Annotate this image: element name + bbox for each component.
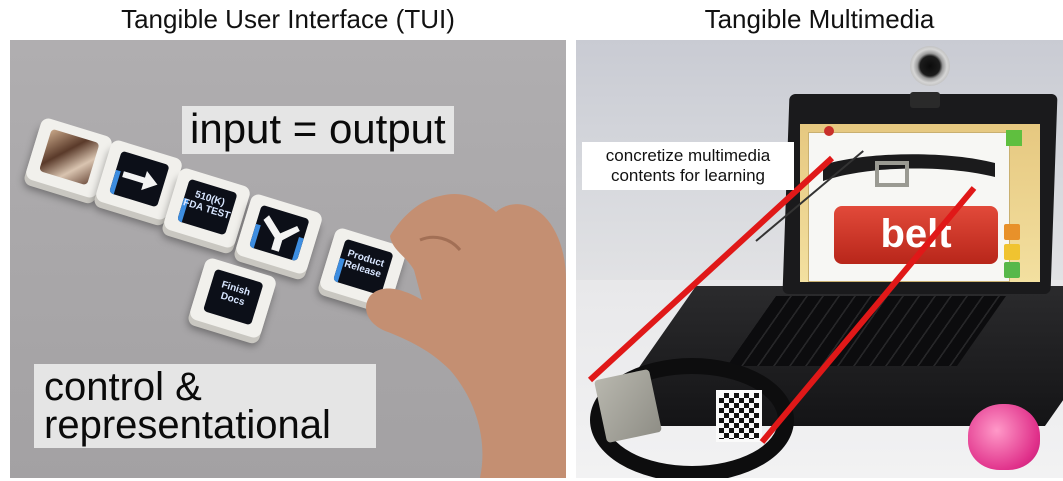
- input-output-label: input = output: [182, 106, 454, 154]
- annotation-line-right: [759, 186, 977, 444]
- arrow-right-glyph: [122, 170, 158, 191]
- annotation-line-left: [587, 155, 835, 383]
- screen-word: belt: [880, 212, 952, 256]
- side-tool-icon-3[interactable]: [1004, 262, 1020, 278]
- qr-code-tag: [716, 390, 762, 442]
- tui-photo-panel: input = output 510(K) FDA TEST Product: [10, 40, 566, 478]
- concretize-line2: contents for learning: [610, 166, 766, 185]
- belt-image-icon: [823, 154, 995, 187]
- arrow-tile: [94, 138, 184, 222]
- webcam-clip: [910, 92, 940, 108]
- split-arrow-icon: [248, 204, 310, 262]
- right-panel-title: Tangible Multimedia: [704, 4, 935, 34]
- annotation-lines: [587, 155, 977, 444]
- left-panel-title: Tangible User Interface (TUI): [121, 4, 455, 34]
- concretize-line1: concretize multimedia: [605, 146, 771, 165]
- control-label-line2: representational: [44, 403, 331, 447]
- control-representational-label: control & representational: [34, 364, 376, 448]
- arrow-right-icon: [108, 150, 170, 208]
- concretize-label: concretize multimedia contents for learn…: [582, 142, 794, 190]
- control-label-line1: control &: [44, 365, 202, 409]
- split-arrow-tile: [234, 192, 324, 276]
- webcam-icon: [910, 46, 950, 86]
- multimedia-photo-panel: belt concretize multimedia contents for …: [576, 40, 1063, 478]
- side-tool-icon-1[interactable]: [1004, 224, 1020, 240]
- hand-shape: [366, 194, 566, 478]
- back-arrow-icon[interactable]: [1006, 130, 1022, 146]
- side-tool-icon-2[interactable]: [1004, 244, 1020, 260]
- record-dot-icon[interactable]: [824, 126, 834, 136]
- pink-mouse: [968, 404, 1040, 470]
- split-arrow-glyph: [263, 215, 300, 252]
